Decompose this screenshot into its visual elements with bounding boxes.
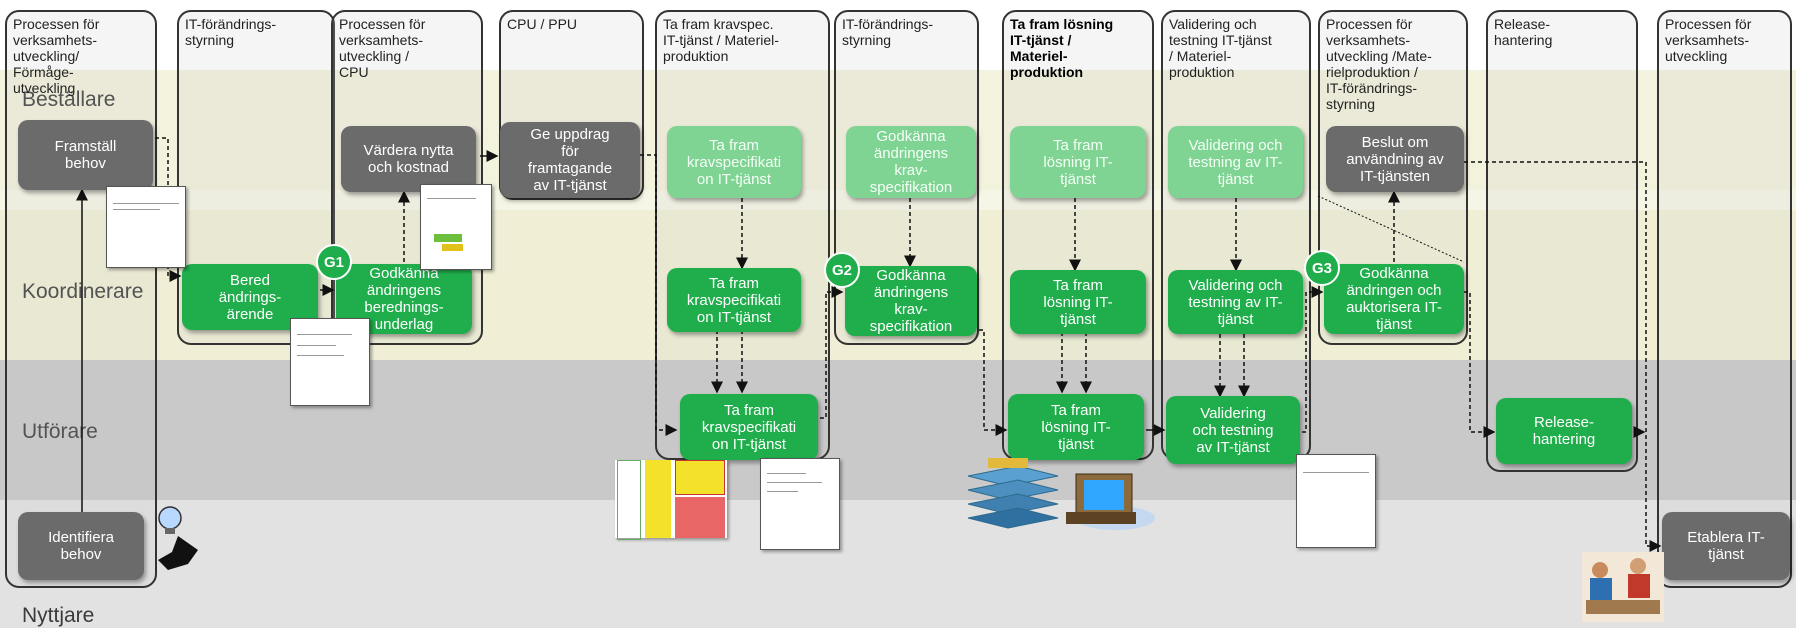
activity-etablera-it-tjanst: Etablera IT- tjänst bbox=[1662, 512, 1790, 580]
document-thumbnail bbox=[615, 460, 727, 540]
phase-title: IT-förändrings- styrning bbox=[842, 16, 934, 48]
activity-godkanna-krav-koordinerare: Godkänna ändringens krav- specifikation bbox=[845, 266, 977, 336]
activity-framstall-behov: Framställ behov bbox=[18, 120, 153, 190]
activity-vardera-nytta: Värdera nytta och kostnad bbox=[341, 126, 476, 192]
activity-identifiera-behov: Identifiera behov bbox=[18, 512, 144, 580]
phase-title: Processen för verksamhets- utveckling/ F… bbox=[13, 16, 100, 96]
meeting-people-icon bbox=[1582, 552, 1664, 622]
activity-releasehantering: Release- hantering bbox=[1496, 398, 1632, 464]
phase-p10: Release- hantering bbox=[1486, 10, 1638, 472]
phase-title: Validering och testning IT-tjänst / Mate… bbox=[1169, 16, 1272, 80]
phase-p11: Processen för verksamhets- utveckling bbox=[1657, 10, 1792, 588]
activity-kravspec-bestallare: Ta fram kravspecifikati on IT-tjänst bbox=[667, 126, 801, 198]
activity-godkanna-beredning: Godkänna ändringens berednings- underlag bbox=[336, 264, 472, 334]
phase-p7: Ta fram lösning IT-tjänst / Materiel- pr… bbox=[1002, 10, 1154, 460]
activity-bered-arende: Bered ändrings- ärende bbox=[182, 264, 318, 330]
activity-validering-utforare: Validering och testning av IT-tjänst bbox=[1166, 396, 1300, 464]
phase-title: Ta fram kravspec. IT-tjänst / Materiel- … bbox=[663, 16, 779, 64]
phase-title: CPU / PPU bbox=[507, 16, 578, 32]
phase-title: Processen för verksamhets- utveckling bbox=[1665, 16, 1752, 64]
activity-validering-bestallare: Validering och testning av IT- tjänst bbox=[1168, 126, 1303, 198]
activity-losning-utforare: Ta fram lösning IT- tjänst bbox=[1008, 394, 1144, 460]
activity-kravspec-utforare: Ta fram kravspecifikati on IT-tjänst bbox=[680, 394, 818, 460]
lane-label-utforare: Utförare bbox=[22, 420, 98, 443]
phase-title: IT-förändrings- styrning bbox=[185, 16, 277, 48]
document-thumbnail bbox=[760, 458, 840, 550]
person-lightbulb-icon bbox=[158, 506, 198, 570]
phase-title: Release- hantering bbox=[1494, 16, 1553, 48]
gate-g3: G3 bbox=[1304, 250, 1340, 286]
lane-label-bestallare: Beställare bbox=[22, 88, 116, 111]
activity-beslut-anvandning: Beslut om användning av IT-tjänsten bbox=[1326, 126, 1464, 192]
document-thumbnail bbox=[290, 318, 370, 406]
document-thumbnail bbox=[420, 184, 492, 270]
activity-godkanna-auktorisera: Godkänna ändringen och auktorisera IT- t… bbox=[1324, 264, 1464, 334]
phase-p1: Processen för verksamhets- utveckling/ F… bbox=[5, 10, 157, 588]
activity-losning-bestallare: Ta fram lösning IT- tjänst bbox=[1010, 126, 1146, 198]
document-thumbnail bbox=[1296, 454, 1376, 548]
gate-g1: G1 bbox=[316, 244, 352, 280]
lane-label-nyttjare: Nyttjare bbox=[22, 604, 95, 627]
activity-validering-koordinerare: Validering och testning av IT- tjänst bbox=[1168, 270, 1303, 334]
phase-title: Processen för verksamhets- utveckling /M… bbox=[1326, 16, 1432, 112]
server-stack-icon bbox=[967, 458, 1059, 529]
phase-title: Ta fram lösning IT-tjänst / Materiel- pr… bbox=[1010, 16, 1114, 80]
phase-title: Processen för verksamhets- utveckling / … bbox=[339, 16, 426, 80]
document-thumbnail bbox=[106, 186, 186, 268]
activity-kravspec-koordinerare: Ta fram kravspecifikati on IT-tjänst bbox=[667, 268, 801, 332]
computer-icon bbox=[1066, 473, 1155, 530]
gate-g2: G2 bbox=[824, 252, 860, 288]
activity-godkanna-krav-bestallare: Godkänna ändringens krav- specifikation bbox=[846, 126, 976, 198]
activity-ge-uppdrag: Ge uppdrag för framtagande av IT-tjänst bbox=[500, 122, 640, 198]
activity-losning-koordinerare: Ta fram lösning IT- tjänst bbox=[1010, 270, 1146, 334]
lane-band-nyttjare bbox=[0, 500, 1796, 628]
